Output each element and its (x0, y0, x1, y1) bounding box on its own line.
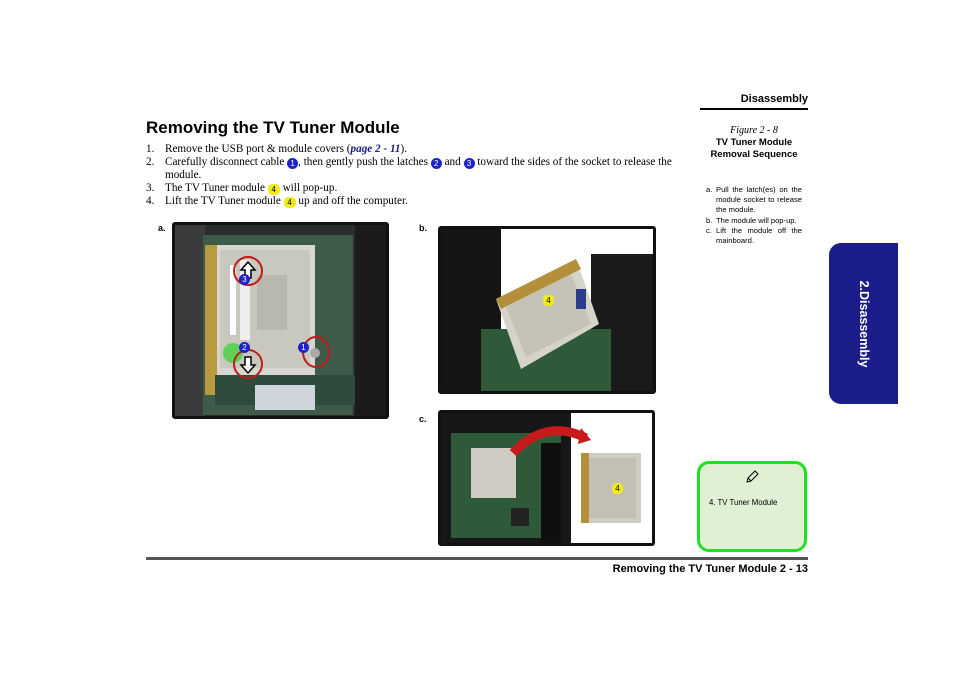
photo-badge: 2 (239, 342, 250, 353)
photo-badge: 4 (612, 483, 623, 494)
page-link[interactable]: page 2 - 11 (350, 143, 401, 155)
note-box (697, 461, 807, 552)
figure-step: a.Pull the latch(es) on the module socke… (706, 185, 802, 215)
photo-a: 3 2 1 (172, 222, 389, 419)
figure-step: b.The module will pop-up. (706, 215, 797, 225)
callout-icon: 2 (430, 158, 442, 169)
photo-badge: 3 (239, 274, 250, 285)
instruction-list: 1.Remove the USB port & module covers (p… (146, 143, 691, 208)
figure-steps: a.Pull the latch(es) on the module socke… (706, 185, 802, 246)
pencil-icon (746, 470, 759, 483)
step-3: 3.The TV Tuner module 4 will pop-up. (146, 182, 338, 195)
step-2: 2.Carefully disconnect cable 1, then gen… (146, 156, 672, 181)
note-text: 4. TV Tuner Module (709, 498, 778, 507)
photo-b: 4 (438, 226, 656, 394)
callout-icon: 3 (463, 158, 475, 169)
footer-rule (146, 557, 808, 560)
photo-a-label: a. (158, 223, 166, 233)
photo-c: 4 (438, 410, 655, 546)
callout-icon: 4 (283, 197, 296, 208)
callout-icon: 1 (287, 158, 299, 169)
figure-step: c.Lift the module off the mainboard. (706, 225, 802, 246)
photo-badge: 1 (298, 342, 309, 353)
callout-icon: 4 (267, 184, 280, 195)
photo-b-label: b. (419, 223, 427, 233)
header-rule (700, 108, 808, 110)
page-footer: Removing the TV Tuner Module 2 - 13 (612, 563, 808, 575)
figure-number: Figure 2 - 8 (730, 125, 778, 136)
step-4: 4.Lift the TV Tuner module 4 up and off … (146, 195, 408, 208)
section-header: Disassembly (740, 93, 808, 105)
page-title: Removing the TV Tuner Module (146, 118, 400, 137)
step-1: 1.Remove the USB port & module covers (p… (146, 143, 408, 155)
figure-title: TV Tuner Module Removal Sequence (710, 137, 798, 160)
photo-c-label: c. (419, 414, 427, 424)
photo-badge: 4 (543, 295, 554, 306)
chapter-tab[interactable]: 2.Disassembly (829, 243, 898, 404)
